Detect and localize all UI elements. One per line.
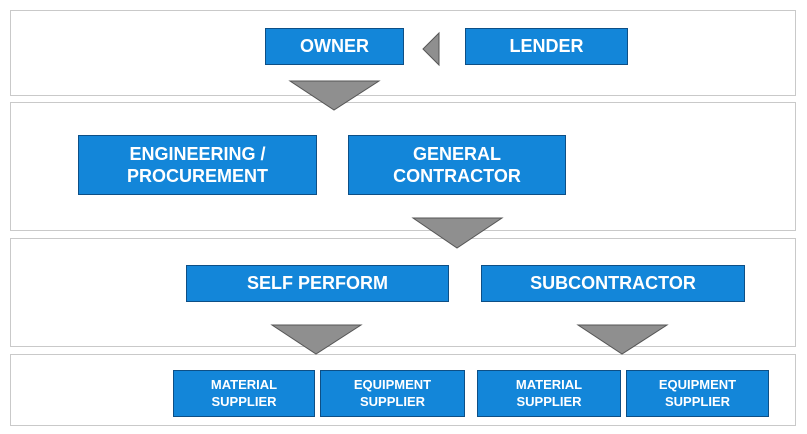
self-perform-down-arrow-icon — [270, 324, 363, 355]
engineering-procurement-box: ENGINEERING / PROCUREMENT — [78, 135, 317, 195]
lender-box: LENDER — [465, 28, 628, 65]
owner-box: OWNER — [265, 28, 404, 65]
equipment-supplier-box-2: EQUIPMENT SUPPLIER — [626, 370, 769, 417]
subcontractor-down-arrow-icon — [576, 324, 669, 355]
general-contractor-box: GENERAL CONTRACTOR — [348, 135, 566, 195]
subcontractor-box: SUBCONTRACTOR — [481, 265, 745, 302]
material-supplier-box-1: MATERIAL SUPPLIER — [173, 370, 315, 417]
lender-to-owner-arrow-icon — [422, 31, 440, 67]
equipment-supplier-box-1: EQUIPMENT SUPPLIER — [320, 370, 465, 417]
owner-down-arrow-icon — [288, 80, 381, 111]
general-contractor-down-arrow-icon — [411, 217, 504, 249]
self-perform-box: SELF PERFORM — [186, 265, 449, 302]
material-supplier-box-2: MATERIAL SUPPLIER — [477, 370, 621, 417]
